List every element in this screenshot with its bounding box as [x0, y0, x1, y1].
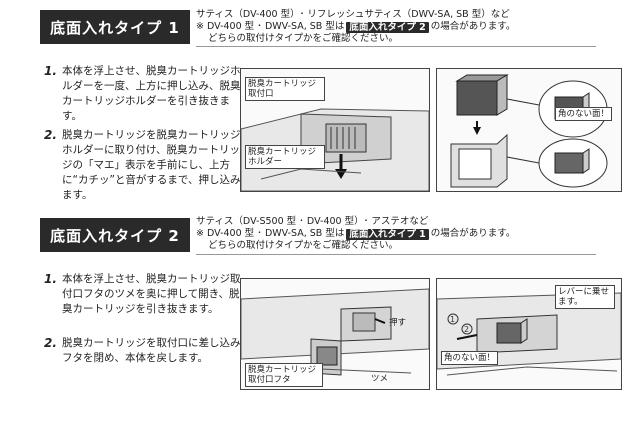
step-number: 1. — [44, 272, 57, 286]
section1-note: サティス（DV-400 型）･ リフレッシュサティス（DWV-SA, SB 型）… — [196, 9, 515, 45]
section2-figure-2: 1 2 レバーに乗せます。 角のない面！ — [436, 278, 622, 390]
step-text: 脱臭カートリッジを取付口に差し込みフタを閉め、本体を戻します。 — [62, 337, 241, 364]
section1-note-line1: サティス（DV-400 型）･ リフレッシュサティス（DWV-SA, SB 型）… — [196, 9, 510, 20]
step-number: 1. — [44, 64, 57, 78]
section2-note-suffix: の場合があります。 — [430, 228, 516, 239]
step-text: 本体を浮上させ、脱臭カートリッジホルダーを一度、上方に押し込み、脱臭カートリッジ… — [62, 65, 241, 122]
step-text: 脱臭カートリッジを脱臭カートリッジホルダーに取り付け、脱臭カートリッジの「マエ」… — [62, 129, 241, 201]
section1-note-badge: 底面入れタイプ 2 — [346, 21, 429, 33]
tab-label: ツメ — [371, 374, 389, 384]
section1-note-prefix: ※ DV-400 型 ･ DWV-SA, SB 型は — [196, 21, 345, 32]
step-number: 2. — [44, 128, 57, 142]
section1-figure-2: 角のない面！ — [436, 68, 622, 192]
section2-note-line1: サティス（DV-S500 型 ･ DV-400 型）･ アステオなど — [196, 216, 429, 227]
section1-step-1: 1. 本体を浮上させ、脱臭カートリッジホルダーを一度、上方に押し込み、脱臭カート… — [44, 64, 259, 124]
lever-label: レバーに乗せます。 — [555, 285, 615, 309]
section2-note-line2: ※ DV-400 型 ･ DWV-SA, SB 型は 底面入れタイプ 1 の場合… — [196, 228, 515, 240]
svg-text:1: 1 — [450, 315, 455, 324]
section2-step-2: 2. 脱臭カートリッジを取付口に差し込みフタを閉め、本体を戻します。 — [44, 336, 259, 376]
section2-step-1: 1. 本体を浮上させ、脱臭カートリッジ取付口フタのツメを奥に押して開き、脱臭カー… — [44, 272, 259, 332]
cartridge-holder-label: 脱臭カートリッジホルダー — [245, 145, 325, 169]
inlet-lid-label: 脱臭カートリッジ取付口フタ — [245, 363, 323, 387]
section1-note-line2: ※ DV-400 型 ･ DWV-SA, SB 型は 底面入れタイプ 2 の場合… — [196, 21, 515, 33]
section2-divider — [196, 254, 596, 255]
section2-note-line3: どちらの取付けタイプかをご確認ください。 — [208, 240, 399, 251]
no-corner-face-label: 角のない面！ — [555, 107, 613, 121]
no-corner-face-label: 角のない面！ — [441, 351, 499, 365]
svg-text:2: 2 — [464, 325, 469, 334]
section2-note-prefix: ※ DV-400 型 ･ DWV-SA, SB 型は — [196, 228, 345, 239]
section1-note-suffix: の場合があります。 — [430, 21, 516, 32]
lid-open-illustration — [241, 288, 429, 378]
section1-step-2: 2. 脱臭カートリッジを脱臭カートリッジホルダーに取り付け、脱臭カートリッジの「… — [44, 128, 259, 208]
lever-insert-illustration: 1 2 — [437, 292, 621, 376]
section2-note: サティス（DV-S500 型 ･ DV-400 型）･ アステオなど ※ DV-… — [196, 216, 515, 252]
section1-note-line3: どちらの取付けタイプかをご確認ください。 — [208, 33, 399, 44]
section1-divider — [196, 46, 596, 47]
step-text: 本体を浮上させ、脱臭カートリッジ取付口フタのツメを奥に押して開き、脱臭カートリッ… — [62, 273, 241, 315]
push-label: 押す — [389, 318, 407, 328]
cartridge-insert-illustration — [450, 74, 608, 188]
section1-figure-1: 脱臭カートリッジ取付口 脱臭カートリッジホルダー — [240, 68, 430, 192]
section2-note-badge: 底面入れタイプ 1 — [346, 228, 429, 240]
section2-header: 底面入れタイプ 2 — [40, 218, 190, 252]
step-number: 2. — [44, 336, 57, 350]
section2-figure-1: 押す 脱臭カートリッジ取付口フタ ツメ — [240, 278, 430, 390]
section1-header: 底面入れタイプ 1 — [40, 10, 190, 44]
cartridge-inlet-label: 脱臭カートリッジ取付口 — [245, 77, 325, 101]
